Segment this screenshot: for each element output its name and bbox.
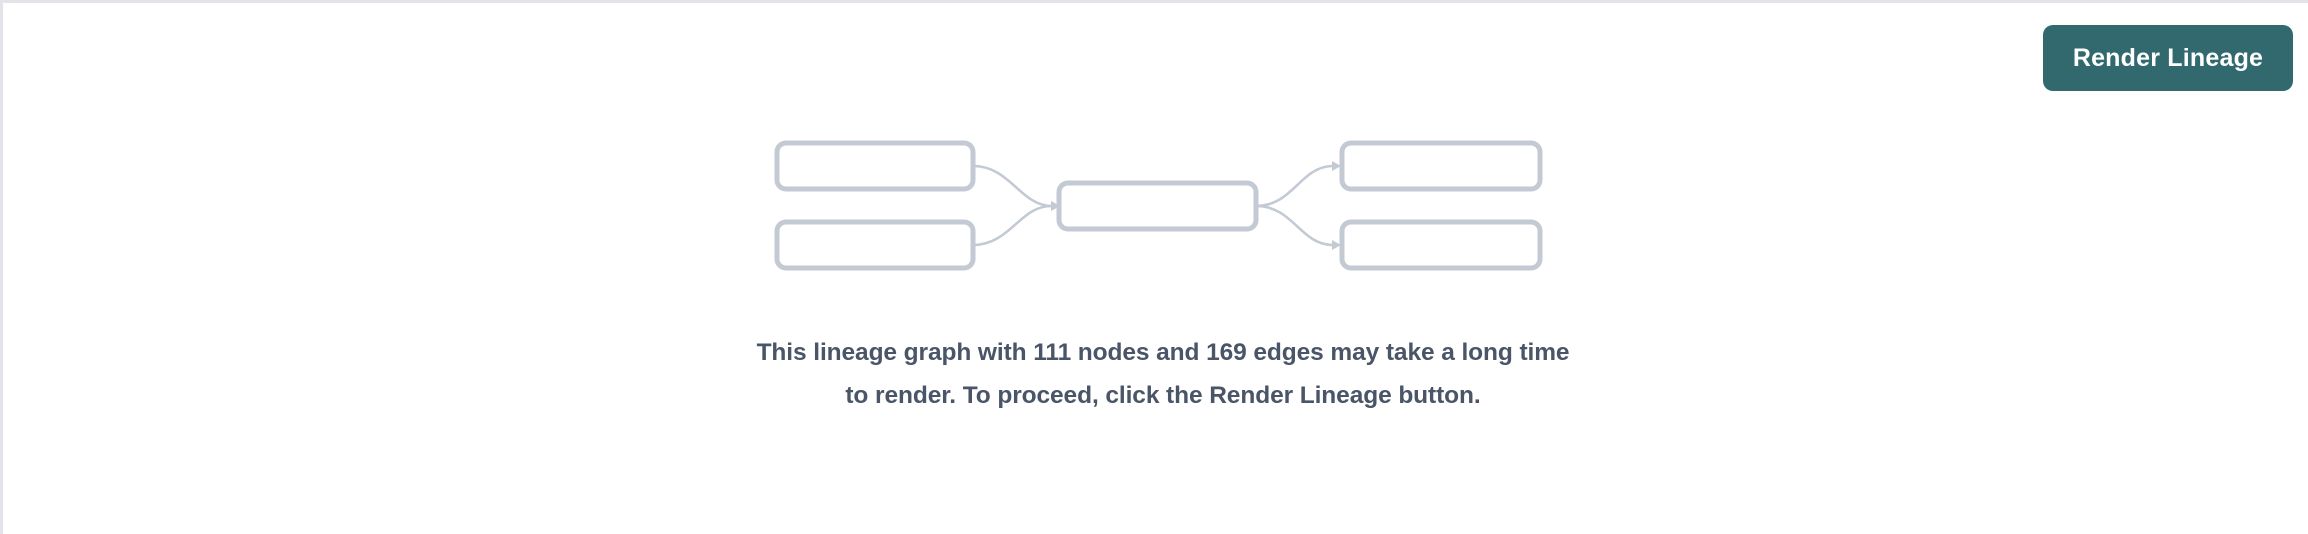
edge-center-to-downstream-2 — [1255, 204, 1333, 247]
arrowhead-downstream-1 — [1332, 161, 1341, 171]
lineage-node-center[interactable] — [1056, 180, 1259, 232]
lineage-node-upstream-1[interactable] — [774, 140, 976, 192]
edge-upstream-1-to-center — [972, 164, 1052, 208]
lineage-node-upstream-2[interactable] — [774, 219, 976, 271]
arrowhead-upstream-2 — [1051, 201, 1060, 211]
edge-upstream-2-to-center — [972, 204, 1052, 247]
lineage-node-downstream-2[interactable] — [1339, 219, 1543, 271]
lineage-placeholder-graphic — [748, 121, 1578, 291]
render-lineage-button[interactable]: Render Lineage — [2043, 25, 2293, 91]
lineage-node-downstream-1[interactable] — [1339, 140, 1543, 192]
edge-center-to-downstream-1 — [1255, 164, 1333, 208]
lineage-warning-message: This lineage graph with 111 nodes and 16… — [756, 339, 1570, 409]
arrowhead-downstream-2 — [1332, 240, 1341, 250]
